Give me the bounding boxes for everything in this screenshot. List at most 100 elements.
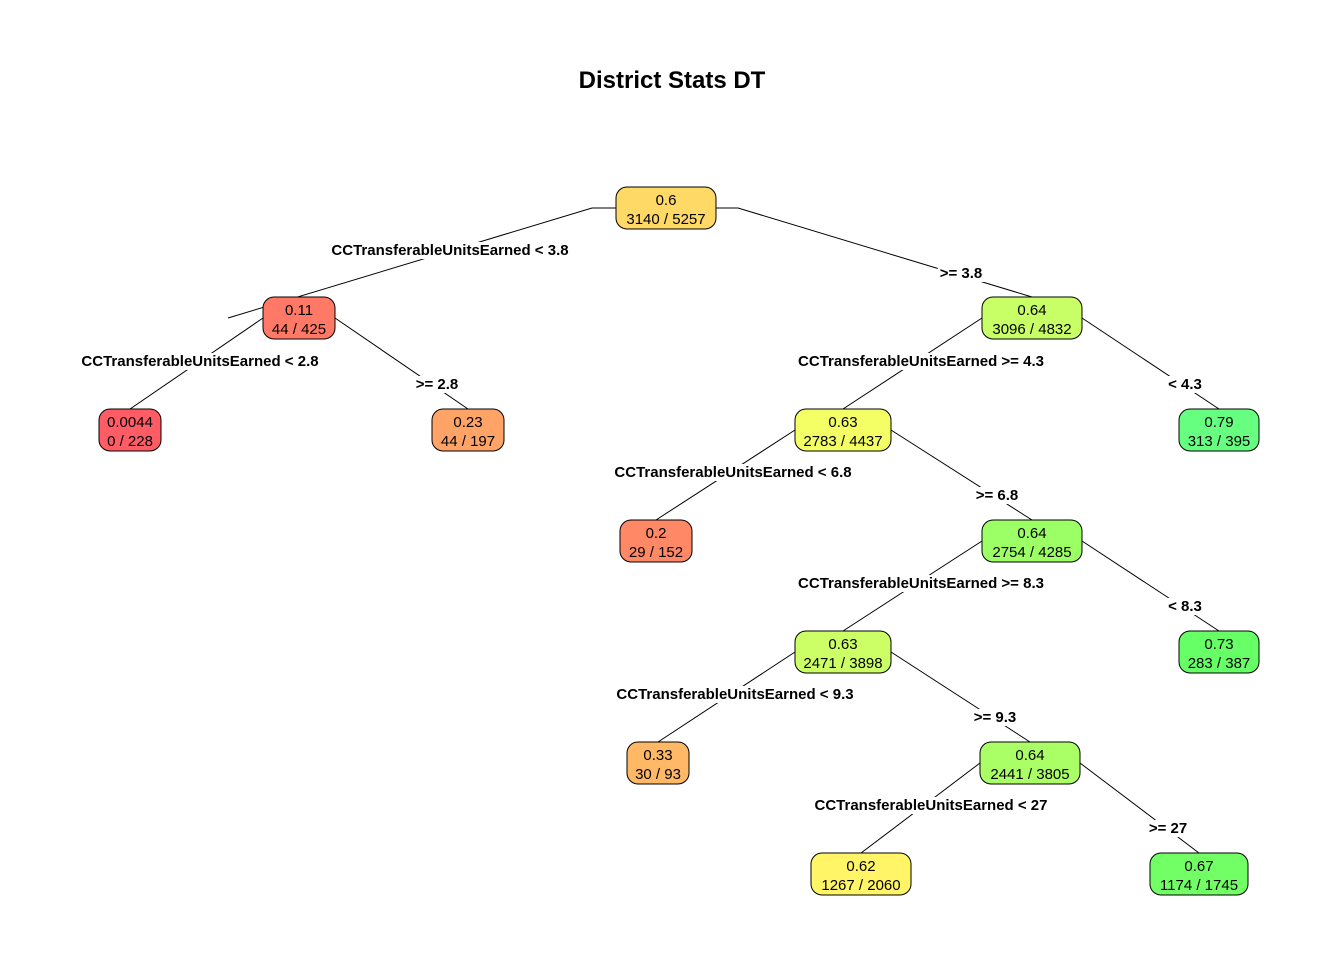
edge-label-background	[796, 353, 1046, 370]
edge-label: CCTransferableUnitsEarned < 9.3	[616, 686, 853, 703]
edge-label-background	[1166, 376, 1204, 393]
tree-edge	[1081, 317, 1220, 410]
node-counts: 30 / 93	[635, 766, 681, 783]
node-box	[1178, 408, 1260, 452]
node-value: 0.62	[846, 858, 875, 875]
edge-label-background	[612, 464, 854, 481]
node-counts: 2441 / 3805	[990, 766, 1069, 783]
node-counts: 283 / 387	[1188, 655, 1251, 672]
node-box	[981, 296, 1083, 340]
node-box	[979, 741, 1081, 785]
node-box	[794, 408, 892, 452]
edge-label-background	[973, 487, 1021, 504]
node-box	[810, 852, 912, 896]
node-counts: 2471 / 3898	[803, 655, 882, 672]
edge-label-background	[79, 353, 321, 370]
tree-node: 0.6 3140 / 5257	[615, 186, 717, 230]
tree-edge	[890, 429, 1033, 521]
edge-label: >= 27	[1149, 820, 1187, 837]
edge-label-background	[1166, 598, 1204, 615]
edge-label-background	[614, 686, 856, 703]
page-title: District Stats DT	[579, 67, 766, 94]
node-box	[1149, 852, 1249, 896]
tree-edge	[227, 207, 616, 319]
tree-edge	[1081, 540, 1220, 632]
node-box	[794, 630, 892, 674]
edge-label: < 4.3	[1168, 376, 1202, 393]
node-value: 0.6	[656, 192, 677, 209]
edge-label-background	[329, 242, 571, 259]
edge-labels: CCTransferableUnitsEarned < 3.8 >= 3.8CCT…	[79, 242, 1204, 837]
node-box	[626, 741, 690, 785]
tree-node: 0.62 1267 / 2060	[810, 852, 912, 896]
edge-label: >= 2.8	[416, 376, 459, 393]
node-value: 0.64	[1017, 525, 1046, 542]
edge-label-background	[812, 797, 1050, 814]
node-value: 0.2	[646, 525, 667, 542]
edge-label: >= 3.8	[940, 265, 983, 282]
tree-edge	[1079, 762, 1200, 854]
node-counts: 1174 / 1745	[1160, 877, 1238, 894]
node-value: 0.23	[453, 414, 482, 431]
node-value: 0.63	[828, 414, 857, 431]
node-counts: 3140 / 5257	[626, 211, 705, 228]
node-counts: 29 / 152	[629, 544, 683, 561]
tree-edge	[716, 207, 1033, 298]
node-counts: 313 / 395	[1188, 433, 1251, 450]
node-value: 0.0044	[107, 414, 153, 431]
edge-label: CCTransferableUnitsEarned < 3.8	[331, 242, 568, 259]
tree-node: 0.33 30 / 93	[626, 741, 690, 785]
edge-label-background	[971, 709, 1019, 726]
tree-node: 0.2 29 / 152	[619, 519, 693, 563]
node-counts: 44 / 197	[441, 433, 495, 450]
tree-node: 0.64 2441 / 3805	[979, 741, 1081, 785]
node-value: 0.11	[285, 302, 313, 319]
edge-label: CCTransferableUnitsEarned < 27	[814, 797, 1047, 814]
edge-label: >= 9.3	[974, 709, 1017, 726]
node-counts: 1267 / 2060	[821, 877, 900, 894]
tree-node: 0.11 44 / 425	[262, 296, 336, 340]
tree-node: 0.63 2471 / 3898	[794, 630, 892, 674]
node-value: 0.73	[1204, 636, 1233, 653]
tree-node: 0.64 2754 / 4285	[981, 519, 1083, 563]
edge-label-background	[937, 265, 985, 282]
edge-label-background	[1146, 820, 1190, 837]
node-counts: 0 / 228	[107, 433, 153, 450]
node-value: 0.33	[643, 747, 672, 764]
node-box	[1178, 630, 1260, 674]
edge-label: CCTransferableUnitsEarned < 6.8	[614, 464, 851, 481]
edge-label: >= 6.8	[976, 487, 1019, 504]
tree-edge	[334, 317, 469, 410]
node-counts: 2783 / 4437	[803, 433, 882, 450]
node-counts: 44 / 425	[272, 321, 326, 338]
tree-node: 0.67 1174 / 1745	[1149, 852, 1249, 896]
node-box	[619, 519, 693, 563]
node-box	[615, 186, 717, 230]
tree-node: 0.0044 0 / 228	[98, 408, 162, 452]
edge-label-background	[413, 376, 461, 393]
edge-label: CCTransferableUnitsEarned >= 4.3	[798, 353, 1044, 370]
tree-node: 0.73 283 / 387	[1178, 630, 1260, 674]
edge-label-background	[796, 575, 1046, 592]
node-counts: 2754 / 4285	[992, 544, 1071, 561]
node-counts: 3096 / 4832	[992, 321, 1071, 338]
node-value: 0.67	[1184, 858, 1213, 875]
tree-node: 0.79 313 / 395	[1178, 408, 1260, 452]
node-value: 0.64	[1017, 302, 1046, 319]
node-box	[262, 296, 336, 340]
node-box	[431, 408, 505, 452]
node-value: 0.79	[1204, 414, 1233, 431]
edge-label: < 8.3	[1168, 598, 1202, 615]
tree-node: 0.64 3096 / 4832	[981, 296, 1083, 340]
tree-edge	[890, 651, 1031, 743]
edge-label: CCTransferableUnitsEarned >= 8.3	[798, 575, 1044, 592]
edge-label: CCTransferableUnitsEarned < 2.8	[81, 353, 318, 370]
tree-node: 0.23 44 / 197	[431, 408, 505, 452]
node-value: 0.63	[828, 636, 857, 653]
node-box	[981, 519, 1083, 563]
node-value: 0.64	[1015, 747, 1044, 764]
node-box	[98, 408, 162, 452]
tree-nodes: 0.6 3140 / 5257 0.11 44 / 425 0.64 3096 / 483…	[98, 186, 1260, 896]
tree-node: 0.63 2783 / 4437	[794, 408, 892, 452]
